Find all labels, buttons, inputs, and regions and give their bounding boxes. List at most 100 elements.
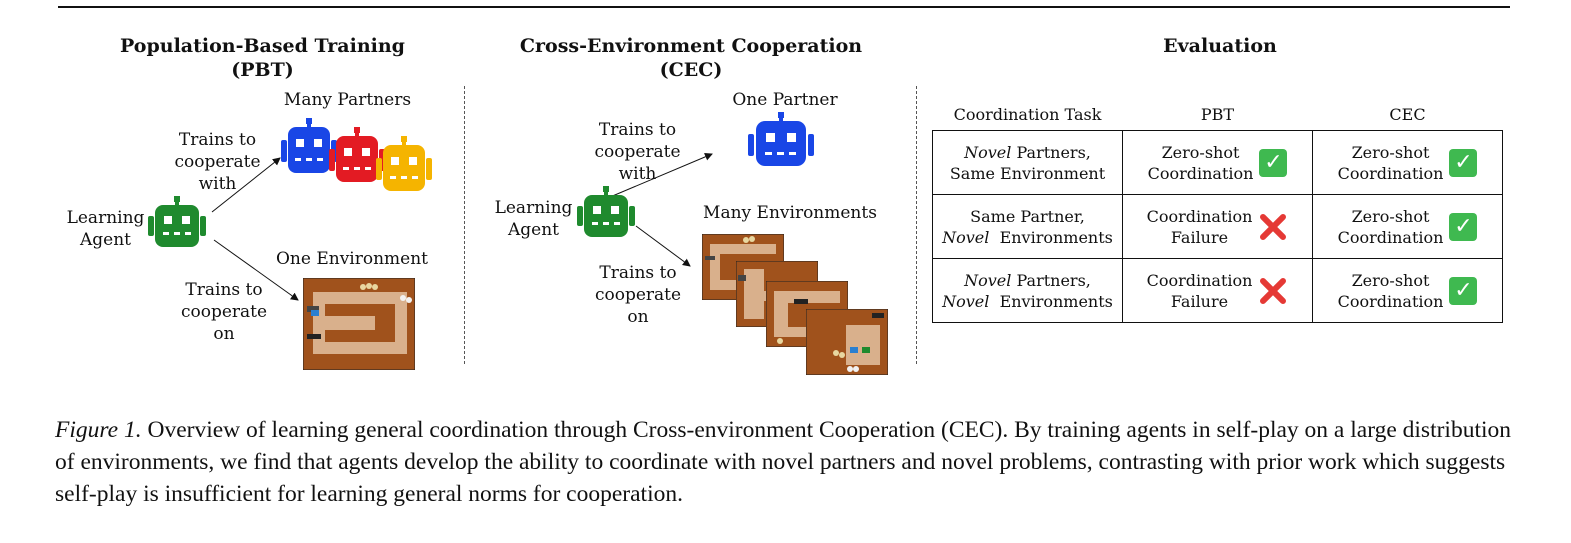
task-line2-italic: Novel <box>942 227 990 247</box>
pbt-trains-with-line3: with <box>198 174 237 194</box>
cec-trains-on-line2: cooperate <box>594 285 682 305</box>
cell-text-line2: Coordination <box>1337 227 1444 247</box>
cec-title: Cross-Environment Cooperation (CEC) <box>500 34 882 82</box>
task-line1-italic: Novel <box>964 270 1012 290</box>
top-rule <box>58 6 1510 8</box>
caption-label: Figure 1. <box>55 417 142 443</box>
pbt-trains-with-label: Trains to cooperate with <box>160 129 275 195</box>
cell-text-line1: Zero-shot <box>1351 270 1430 290</box>
cec-trains-on-label: Trains to cooperate on <box>582 262 694 328</box>
cell-text-line1: Zero-shot <box>1351 206 1430 226</box>
task-line2-italic: Novel <box>942 291 990 311</box>
evaluation-table: Coordination Task PBT CEC Novel Partners… <box>932 98 1503 323</box>
cross-icon <box>1260 277 1287 304</box>
cec-title-line2: (CEC) <box>659 59 723 81</box>
pbt-arrows <box>211 153 713 301</box>
cec-many-environments-label: Many Environments <box>703 203 877 223</box>
evaluation-header-row: Coordination Task PBT CEC <box>933 98 1503 131</box>
cec-learning-agent-label: Learning Agent <box>486 197 581 241</box>
cell-text-line2: Coordination <box>1337 163 1444 183</box>
check-icon: ✓ <box>1449 148 1478 177</box>
pbt-learning-agent-robot-icon <box>148 196 206 247</box>
task-line1: Novel Partners, <box>933 142 1122 163</box>
task-line1-rest: Partners, <box>1011 142 1091 162</box>
task-line1-rest: Partners, <box>1011 270 1091 290</box>
check-icon: ✓ <box>1449 276 1478 305</box>
pbt-environment-map-icon <box>303 278 415 370</box>
pbt-arrow-to-partners <box>211 157 281 213</box>
cec-environment-4-icon <box>806 309 888 375</box>
pbt-trains-on-line2: cooperate <box>180 302 268 322</box>
cell-task: Same Partner,Novel Environments <box>932 194 1123 259</box>
task-line2-rest: Same Environment <box>949 163 1106 183</box>
cec-trains-with-line2: cooperate <box>594 142 681 162</box>
pbt-arrow-to-environment <box>213 239 299 301</box>
task-line2-rest: Environments <box>989 291 1113 311</box>
check-icon: ✓ <box>1449 212 1478 241</box>
task-line1-italic: Novel <box>964 142 1012 162</box>
pbt-trains-on-line1: Trains to <box>185 280 263 300</box>
cec-trains-on-line1: Trains to <box>599 263 677 283</box>
pbt-title-line2: (PBT) <box>231 59 294 81</box>
pbt-learning-agent-label: Learning Agent <box>58 207 153 251</box>
pbt-trains-on-line3: on <box>213 324 235 344</box>
cec-trains-on-line3: on <box>627 307 649 327</box>
cec-trains-with-line3: with <box>618 164 657 184</box>
evaluation-title: Evaluation <box>1163 35 1277 57</box>
task-line1: Same Partner, <box>933 206 1122 227</box>
cell-text-line2: Failure <box>1170 227 1229 247</box>
cec-learning-agent-line2: Agent <box>508 220 559 240</box>
cec-trains-with-line1: Trains to <box>598 120 677 140</box>
cross-icon <box>1260 213 1287 240</box>
pbt-partner-yellow-robot-icon <box>376 136 432 191</box>
cell-text-line2: Coordination <box>1337 291 1444 311</box>
cell-text-line1: Coordination <box>1146 270 1253 290</box>
task-line1-rest: Same Partner, <box>970 206 1085 226</box>
cec-arrow-to-environments <box>635 225 691 267</box>
cell-text-line1: Zero-shot <box>1161 142 1240 162</box>
cell-task: Novel Partners,Same Environment <box>932 130 1123 195</box>
pbt-trains-on-label: Trains to cooperate on <box>168 279 280 345</box>
pbt-trains-with-line1: Trains to <box>178 130 257 150</box>
figure-1: Population-Based Training (PBT) Many Par… <box>58 34 1503 375</box>
pbt-learning-agent-line1: Learning <box>66 208 145 228</box>
cell-text-line1: Coordination <box>1146 206 1253 226</box>
pbt-title: Population-Based Training (PBT) <box>95 34 430 82</box>
caption-text: Overview of learning general coordinatio… <box>55 417 1512 507</box>
cec-arrow-to-partner <box>602 153 713 201</box>
figure-caption: Figure 1. Overview of learning general c… <box>55 414 1515 510</box>
task-line2: Novel Environments <box>933 291 1122 312</box>
cec-title-line1: Cross-Environment Cooperation <box>519 35 863 57</box>
task-line1: Novel Partners, <box>933 270 1122 291</box>
pbt-one-environment-label: One Environment <box>275 249 429 269</box>
pbt-many-partners-label: Many Partners <box>283 90 412 110</box>
cell-text-line2: Coordination <box>1147 163 1254 183</box>
separator-2 <box>916 86 917 364</box>
header-coordination-task: Coordination Task <box>953 104 1102 124</box>
pbt-title-line1: Population-Based Training <box>120 35 405 57</box>
cell-text-line2: Failure <box>1170 291 1229 311</box>
task-line2: Novel Environments <box>933 227 1122 248</box>
task-line2: Same Environment <box>933 163 1122 184</box>
cell-text-line1: Zero-shot <box>1351 142 1430 162</box>
